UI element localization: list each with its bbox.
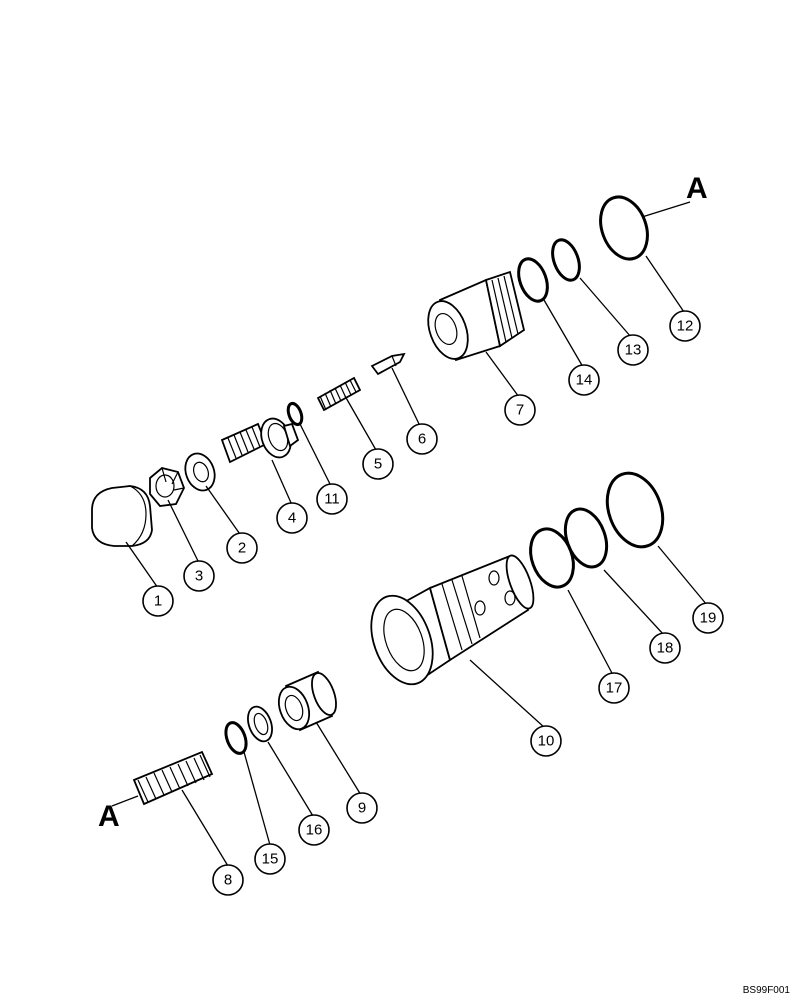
- callout-17: 17: [598, 672, 630, 704]
- part-o-ring-small: [286, 401, 304, 427]
- part-o-ring-lower: [563, 507, 609, 569]
- callout-number: 8: [224, 872, 232, 889]
- part-cap: [91, 485, 153, 547]
- callout-2: 2: [226, 532, 258, 564]
- part-valve-body: [370, 554, 535, 686]
- part-piston: [277, 670, 337, 732]
- callout-number: 19: [700, 610, 717, 627]
- callout-number: 7: [516, 402, 524, 419]
- callout-18: 18: [649, 632, 681, 664]
- part-o-ring-large-upper: [599, 195, 649, 261]
- part-adjusting-screw: [220, 417, 300, 464]
- callout-number: 17: [606, 680, 623, 697]
- callout-15: 15: [254, 843, 286, 875]
- callout-7: 7: [504, 394, 536, 426]
- reference-marker-a-upper: A: [686, 172, 708, 205]
- callout-5: 5: [362, 448, 394, 480]
- callout-number: 16: [306, 822, 323, 839]
- callout-1: 1: [142, 585, 174, 617]
- callout-number: 6: [418, 431, 426, 448]
- figure-code: BS99F001: [742, 985, 790, 996]
- callout-number: 2: [238, 540, 246, 557]
- part-o-ring-upper: [551, 238, 581, 282]
- callout-number: 1: [154, 593, 162, 610]
- part-ring-lower: [247, 705, 273, 743]
- callout-number: 9: [358, 800, 366, 817]
- part-poppet: [370, 352, 406, 376]
- part-spring-small: [316, 376, 362, 412]
- callout-number: 10: [538, 733, 555, 750]
- part-washer: [184, 452, 216, 492]
- part-hex-nut: [149, 467, 185, 507]
- callout-8: 8: [212, 864, 244, 896]
- part-seat-housing: [427, 270, 526, 362]
- callout-number: 14: [576, 372, 593, 389]
- part-o-ring-small-lower: [224, 721, 248, 755]
- callout-number: 3: [195, 568, 203, 585]
- callout-number: 13: [625, 342, 642, 359]
- part-backup-ring-upper: [517, 257, 549, 303]
- callout-13: 13: [617, 334, 649, 366]
- callout-3: 3: [183, 560, 215, 592]
- leader-lines: [111, 201, 708, 867]
- callout-10: 10: [530, 725, 562, 757]
- callout-number: 12: [677, 318, 694, 335]
- callout-number: 15: [262, 851, 279, 868]
- callout-12: 12: [669, 310, 701, 342]
- reference-marker-a-lower: A: [98, 800, 120, 833]
- callout-6: 6: [406, 423, 438, 455]
- callout-4: 4: [276, 502, 308, 534]
- callout-number: 11: [324, 491, 340, 508]
- callout-number: 4: [288, 510, 296, 527]
- callout-16: 16: [298, 814, 330, 846]
- callout-19: 19: [692, 602, 724, 634]
- callout-number: 5: [374, 456, 382, 473]
- callout-9: 9: [346, 792, 378, 824]
- callout-number: 18: [657, 640, 674, 657]
- part-spring-large: [132, 750, 214, 806]
- part-o-ring-large-lower: [605, 471, 665, 549]
- callout-14: 14: [568, 364, 600, 396]
- callout-11: 11: [316, 483, 348, 515]
